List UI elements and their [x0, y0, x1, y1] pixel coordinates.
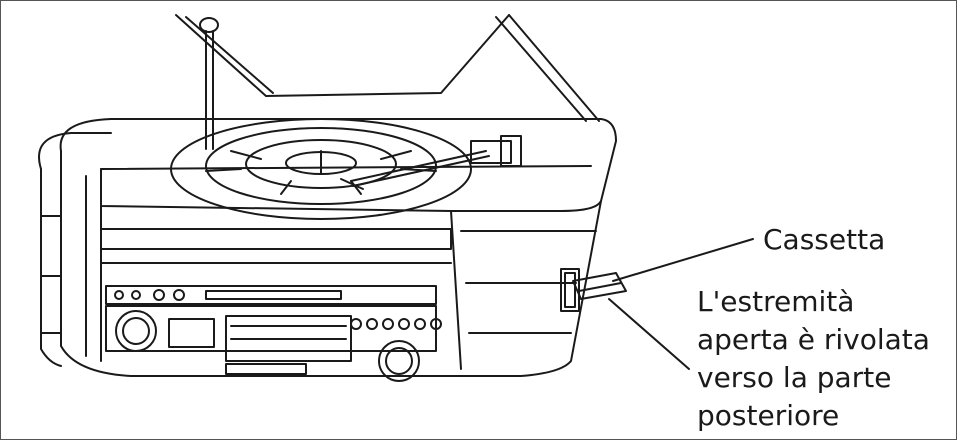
callout-lines: [608, 238, 754, 370]
front-panel: [100, 228, 452, 352]
cassette-label: Cassetta: [763, 223, 886, 256]
turntable-platter: [100, 118, 592, 220]
tuning-knob: [378, 340, 420, 382]
note-line: verso la parte: [697, 361, 892, 394]
open-end-note: L'estremità aperta è rivolata verso la p…: [697, 283, 930, 435]
cassette-tape: [572, 272, 627, 300]
volume-knob: [115, 310, 157, 352]
tonearm: [340, 135, 522, 190]
cabinet-body: [38, 118, 617, 377]
note-line: aperta è rivolata: [697, 323, 930, 356]
radio-dial: [168, 315, 352, 375]
cover-support-rod: [199, 17, 219, 150]
note-line: L'estremità: [697, 285, 855, 318]
note-line: posteriore: [697, 399, 840, 432]
dust-cover: [175, 14, 600, 122]
